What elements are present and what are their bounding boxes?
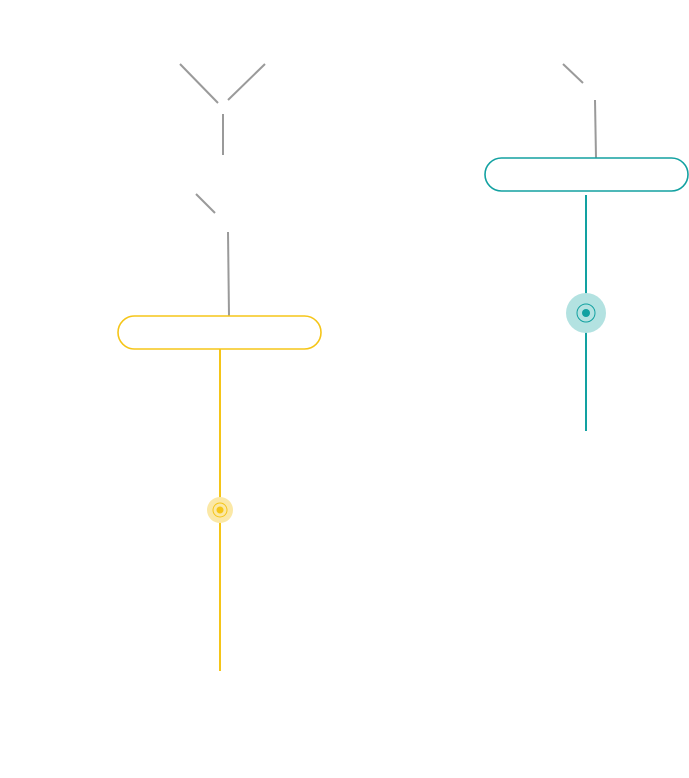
teal-slider-knob-icon[interactable] — [566, 293, 606, 333]
teal-knob-ring — [576, 303, 596, 323]
connector-teal-node — [562, 63, 597, 159]
yellow-slider-knob-icon[interactable] — [207, 497, 233, 523]
connector-segment — [227, 231, 230, 317]
connector-segment — [195, 193, 216, 214]
yellow-knob-ring — [212, 502, 228, 518]
connector-segment — [562, 63, 584, 84]
yellow-node-group[interactable] — [117, 315, 322, 671]
connector-segment — [227, 63, 266, 101]
teal-node-pill[interactable] — [484, 157, 689, 192]
yellow-node-pill[interactable] — [117, 315, 322, 350]
connector-segment — [594, 99, 597, 159]
yellow-knob-dot — [216, 506, 224, 514]
teal-node-group[interactable] — [484, 157, 689, 431]
branch-connector-left-top — [179, 63, 266, 155]
teal-knob-dot — [582, 309, 590, 317]
connector-yellow-node — [195, 193, 230, 317]
connector-segment — [179, 63, 219, 104]
